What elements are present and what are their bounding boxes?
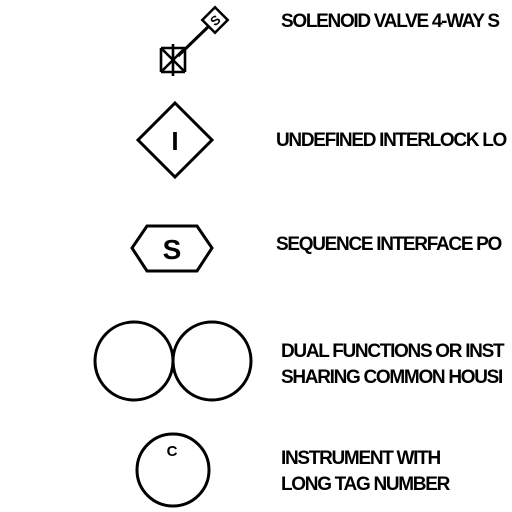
long-tag-instrument-symbol: C	[135, 432, 211, 508]
dual-functions-description-line2: SHARING COMMON HOUSI	[281, 367, 503, 388]
solenoid-valve-symbol: S	[159, 5, 230, 76]
dual-functions-description-line1: DUAL FUNCTIONS OR INST	[281, 341, 505, 362]
sequence-interface-description: SEQUENCE INTERFACE PO	[276, 234, 502, 255]
sequence-hexagon-symbol: S	[130, 224, 214, 273]
undefined-interlock-description: UNDEFINED INTERLOCK LO	[276, 130, 507, 151]
sequence-hexagon	[130, 224, 214, 273]
four-way-valve-body	[159, 44, 187, 76]
dual-circle-left	[93, 320, 175, 402]
long-tag-circle	[135, 432, 211, 508]
interlock-diamond	[135, 100, 215, 180]
dual-function-symbol	[93, 320, 253, 402]
solenoid-valve-description: SOLENOID VALVE 4-WAY S	[281, 11, 500, 32]
dual-circle-right	[171, 320, 253, 402]
sequence-letter: S	[163, 234, 182, 265]
interlock-diamond-symbol: I	[135, 100, 215, 180]
interlock-letter: I	[171, 126, 178, 156]
long-tag-description-line1: INSTRUMENT WITH	[281, 448, 441, 469]
solenoid-diamond	[200, 5, 230, 35]
long-tag-description-line2: LONG TAG NUMBER	[281, 474, 450, 495]
long-tag-letter: C	[167, 443, 178, 460]
